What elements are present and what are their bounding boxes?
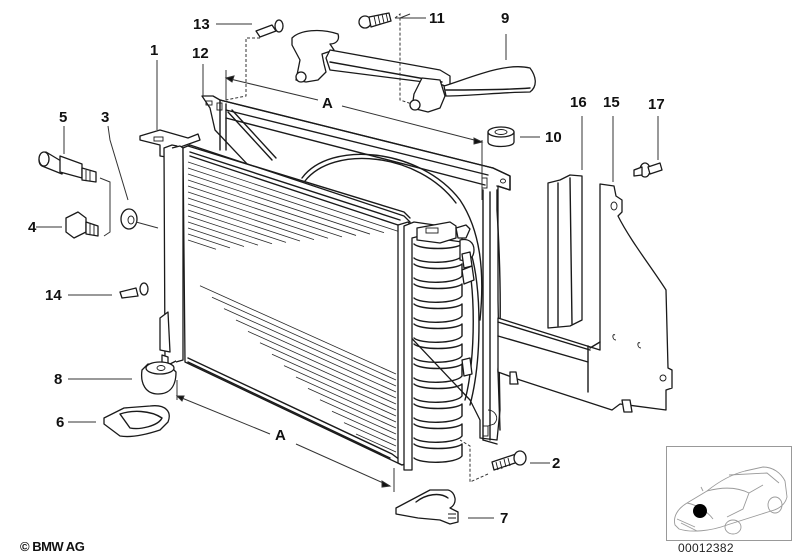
radiator-part[interactable] bbox=[139, 129, 475, 471]
rubber-mount-part[interactable] bbox=[68, 361, 177, 395]
callout-12[interactable]: 12 bbox=[192, 45, 209, 62]
expanding-rivet-top-part[interactable] bbox=[216, 19, 284, 101]
radiator-fins-bottom bbox=[199, 285, 397, 453]
callout-11[interactable]: 11 bbox=[429, 10, 445, 27]
car-location-thumbnail bbox=[666, 446, 792, 541]
callout-8[interactable]: 8 bbox=[54, 371, 63, 388]
expanding-rivet-panel-part[interactable] bbox=[633, 116, 663, 178]
car-outline-icon bbox=[674, 466, 788, 535]
expanding-rivet-side-part[interactable] bbox=[68, 282, 149, 299]
lower-mount-bracket-part[interactable] bbox=[68, 405, 170, 438]
dimension-a-bottom-label: A bbox=[275, 427, 286, 444]
temperature-switch-part[interactable] bbox=[38, 126, 111, 237]
seal-strip-part[interactable] bbox=[547, 116, 583, 329]
copyright-text: © BMW AG bbox=[20, 539, 85, 554]
callout-3[interactable]: 3 bbox=[101, 109, 110, 126]
location-marker-icon bbox=[693, 504, 707, 518]
callout-2[interactable]: 2 bbox=[552, 455, 561, 472]
callout-4[interactable]: 4 bbox=[28, 219, 37, 236]
callout-1[interactable]: 1 bbox=[150, 42, 159, 59]
callout-16[interactable]: 16 bbox=[570, 94, 587, 111]
radiator-fins-top bbox=[187, 161, 399, 250]
callout-13[interactable]: 13 bbox=[193, 16, 210, 33]
upper-bracket-part[interactable] bbox=[291, 29, 536, 113]
document-number: 00012382 bbox=[678, 541, 734, 555]
rubber-bushing-part[interactable] bbox=[487, 126, 540, 148]
sealing-ring-part[interactable] bbox=[107, 125, 159, 230]
callout-5[interactable]: 5 bbox=[59, 109, 68, 126]
callout-17[interactable]: 17 bbox=[648, 96, 665, 113]
dimension-a-top bbox=[156, 34, 507, 200]
callout-6[interactable]: 6 bbox=[56, 414, 65, 431]
dimension-a-top-label: A bbox=[322, 95, 333, 112]
callout-9[interactable]: 9 bbox=[501, 10, 510, 27]
callout-7[interactable]: 7 bbox=[500, 510, 509, 527]
screw-plug-part[interactable] bbox=[36, 211, 99, 239]
callout-15[interactable]: 15 bbox=[603, 94, 620, 111]
lower-mount-bracket-right-part[interactable] bbox=[395, 489, 494, 525]
dimension-a-bottom bbox=[175, 380, 395, 492]
hex-bolt-part[interactable] bbox=[459, 439, 550, 483]
side-panel-part[interactable] bbox=[497, 116, 673, 413]
fillister-screw-part[interactable] bbox=[358, 12, 426, 105]
callout-14[interactable]: 14 bbox=[45, 287, 62, 304]
callout-10[interactable]: 10 bbox=[545, 129, 562, 146]
